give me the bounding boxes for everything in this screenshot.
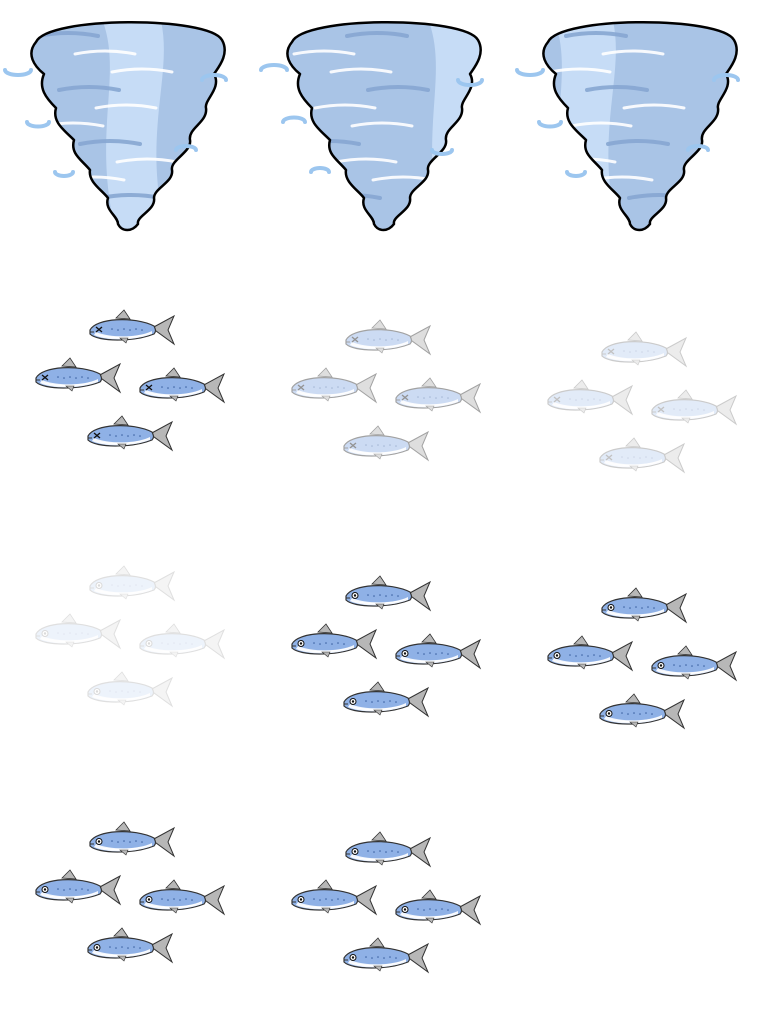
tornado-frame-2 <box>256 0 512 256</box>
fish-icon <box>345 319 432 356</box>
fish-icon <box>345 831 432 868</box>
fish-icon <box>395 633 482 670</box>
fish-icon <box>651 389 738 426</box>
fish-school-frame-svg <box>35 309 226 452</box>
fish-icon <box>599 437 686 474</box>
fish-school <box>291 575 482 718</box>
fish-icon <box>601 587 688 624</box>
fish-icon <box>89 309 176 346</box>
fish-school-frame-svg <box>291 831 482 974</box>
fish-icon <box>599 693 686 730</box>
fish-icon <box>291 623 378 660</box>
fish-icon <box>291 879 378 916</box>
fish-icon <box>87 671 174 708</box>
fish-icon <box>345 575 432 612</box>
tornado-frame-svg <box>3 21 228 232</box>
tornado-icon <box>515 21 740 232</box>
fish-icon <box>291 367 378 404</box>
fish-icon <box>87 415 174 452</box>
tornado-frame-svg <box>515 21 740 232</box>
fish-school-frame-9 <box>512 512 768 768</box>
fish-icon <box>395 377 482 414</box>
tornado-frame-3 <box>512 0 768 256</box>
fish-icon <box>601 331 688 368</box>
fish-school <box>547 331 738 474</box>
fish-school <box>547 587 738 730</box>
empty-frame <box>512 768 768 1024</box>
fish-icon <box>395 889 482 926</box>
fish-icon <box>343 681 430 718</box>
fish-school <box>291 831 482 974</box>
tornado-frame-svg <box>259 21 484 232</box>
tornado-icon <box>3 21 228 232</box>
fish-icon <box>89 821 176 858</box>
fish-icon <box>651 645 738 682</box>
fish-school-frame-5 <box>256 256 512 512</box>
fish-icon <box>87 927 174 964</box>
fish-school-frame-7 <box>0 512 256 768</box>
fish-school-frame-10 <box>0 768 256 1024</box>
fish-school-frame-svg <box>547 587 738 730</box>
tornado-frame-1 <box>0 0 256 256</box>
tornado-icon <box>259 21 484 232</box>
fish-icon <box>343 425 430 462</box>
fish-icon <box>139 879 226 916</box>
fish-school-frame-svg <box>35 565 226 708</box>
fish-icon <box>343 937 430 974</box>
fish-icon <box>35 613 122 650</box>
fish-icon <box>35 357 122 394</box>
fish-school-frame-4 <box>0 256 256 512</box>
fish-icon <box>89 565 176 602</box>
fish-school-frame-8 <box>256 512 512 768</box>
fish-icon <box>35 869 122 906</box>
fish-school <box>291 319 482 462</box>
fish-school-frame-11 <box>256 768 512 1024</box>
fish-school-frame-svg <box>35 821 226 964</box>
fish-school-frame-svg <box>291 319 482 462</box>
fish-icon <box>547 635 634 672</box>
fish-school <box>35 565 226 708</box>
fish-school-frame-svg <box>547 331 738 474</box>
fish-icon <box>139 367 226 404</box>
fish-school-frame-svg <box>291 575 482 718</box>
fish-school <box>35 309 226 452</box>
fish-school <box>35 821 226 964</box>
fish-icon <box>547 379 634 416</box>
fish-school-frame-6 <box>512 256 768 512</box>
fish-icon <box>139 623 226 660</box>
